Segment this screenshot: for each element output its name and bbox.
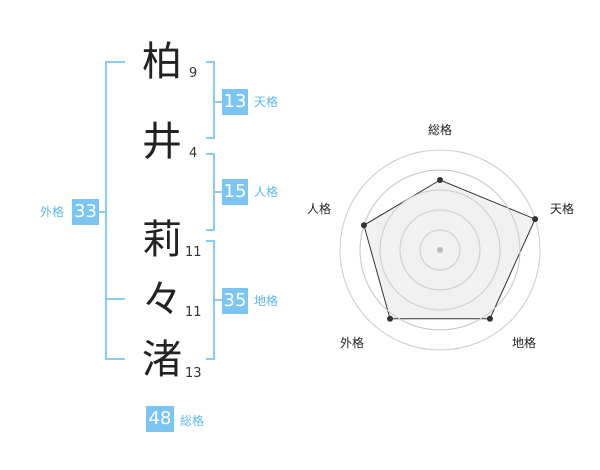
gaikaku-bracket-top bbox=[105, 61, 125, 63]
chikaku-bracket-connector bbox=[215, 299, 222, 301]
radar-center-dot bbox=[437, 247, 443, 253]
tenkaku-bracket-connector bbox=[215, 101, 222, 103]
soukaku-label: 総格 bbox=[180, 414, 205, 428]
name-char-3: 莉 bbox=[142, 217, 182, 263]
name-char-5: 渚 bbox=[142, 337, 182, 383]
radar-axis-label: 総格 bbox=[428, 122, 452, 137]
jinkaku-bracket-top bbox=[206, 153, 215, 155]
radar-axis-label: 天格 bbox=[550, 201, 574, 216]
tenkaku-value-badge: 13 bbox=[222, 89, 248, 115]
tenkaku-bracket-top bbox=[206, 61, 215, 63]
jinkaku-value-badge: 15 bbox=[222, 179, 248, 205]
radar-axis-label: 地格 bbox=[512, 335, 536, 350]
gaikaku-bracket-bottom bbox=[105, 358, 125, 360]
name-char-4: 々 bbox=[142, 277, 182, 323]
radar-point bbox=[486, 315, 493, 322]
radar-axis-label: 外格 bbox=[340, 335, 364, 350]
jinkaku-bracket-vertical bbox=[213, 153, 215, 231]
radar-ring-inner bbox=[399, 209, 481, 291]
chikaku-label: 地格 bbox=[254, 294, 279, 308]
stroke-count-1: 9 bbox=[189, 66, 198, 81]
gaikaku-label: 外格 bbox=[40, 205, 65, 219]
jinkaku-bracket-connector bbox=[215, 191, 222, 193]
chikaku-bracket-bottom bbox=[206, 358, 215, 360]
radar-point bbox=[532, 216, 539, 223]
radar-ring bbox=[339, 149, 541, 351]
radar-ring-inner bbox=[359, 169, 521, 331]
stroke-count-4: 11 bbox=[185, 305, 202, 320]
jinkaku-label: 人格 bbox=[254, 185, 279, 199]
stroke-count-5: 13 bbox=[185, 366, 202, 381]
gaikaku-value-badge: 33 bbox=[72, 199, 99, 225]
radar-ring-inner bbox=[419, 229, 461, 271]
name-char-2: 井 bbox=[142, 119, 182, 165]
tenkaku-label: 天格 bbox=[254, 95, 279, 109]
soukaku-value-badge: 48 bbox=[146, 406, 174, 432]
tenkaku-bracket-vertical bbox=[213, 61, 215, 139]
radar-point bbox=[437, 177, 443, 183]
radar-ring-inner bbox=[379, 189, 501, 311]
radar-axis-label: 人格 bbox=[307, 201, 331, 216]
jinkaku-bracket-bottom bbox=[206, 229, 215, 231]
stroke-count-3: 11 bbox=[185, 245, 202, 260]
gaikaku-bracket-mid bbox=[105, 298, 125, 300]
gaikaku-bracket-connector bbox=[99, 211, 105, 213]
gaikaku-bracket-vertical bbox=[105, 61, 107, 360]
chikaku-bracket-vertical bbox=[213, 240, 215, 360]
radar-point bbox=[387, 315, 394, 322]
radar-polygon bbox=[363, 179, 536, 320]
chikaku-bracket-top bbox=[206, 240, 215, 242]
name-char-1: 柏 bbox=[142, 39, 182, 85]
chikaku-value-badge: 35 bbox=[222, 288, 248, 314]
tenkaku-bracket-bottom bbox=[206, 137, 215, 139]
radar-point bbox=[360, 222, 367, 229]
stroke-count-2: 4 bbox=[189, 146, 198, 161]
